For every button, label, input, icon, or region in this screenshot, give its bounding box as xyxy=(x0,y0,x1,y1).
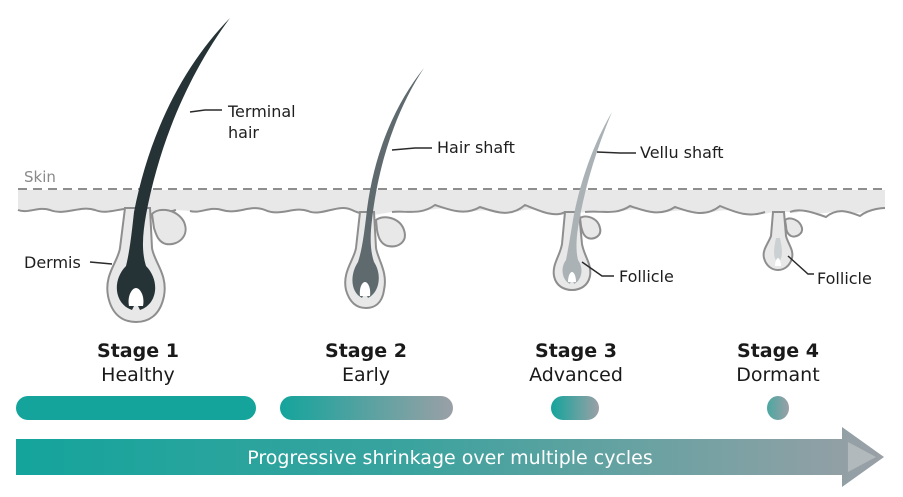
vellu-shaft-leader xyxy=(596,151,636,154)
callouts: Terminal hair Dermis Hair shaft Vellu sh… xyxy=(24,102,872,288)
stage1-terminal-hair xyxy=(116,18,230,310)
terminal-hair-leader xyxy=(189,109,222,113)
stage4-papilla xyxy=(775,258,781,266)
stage3-vellus-shaft xyxy=(562,112,612,284)
stage1-bar xyxy=(16,396,256,420)
progress-arrow-text: Progressive shrinkage over multiple cycl… xyxy=(247,447,653,469)
vellu-shaft-label: Vellu shaft xyxy=(640,143,724,162)
stage-labels: Stage 1 Healthy Stage 2 Early Stage 3 Ad… xyxy=(97,340,820,386)
stage4-name: Dormant xyxy=(736,364,819,386)
stage3-sebaceous-gland xyxy=(578,215,602,240)
dermis-boundary xyxy=(17,203,886,219)
progress-arrow-highlight xyxy=(848,442,876,472)
stage1-name: Healthy xyxy=(101,364,175,386)
hair-shaft-label: Hair shaft xyxy=(437,138,515,157)
stage4-sebaceous-gland xyxy=(783,217,804,238)
stage3-papilla xyxy=(568,272,576,282)
stage-bars xyxy=(16,396,789,420)
stage1-number: Stage 1 xyxy=(97,340,179,362)
follicle4-leader xyxy=(787,255,814,275)
stage4-follicle-group xyxy=(762,211,804,272)
stage2-name: Early xyxy=(342,364,390,386)
hair-shaft-leader xyxy=(391,147,432,151)
stage3-bar xyxy=(551,396,599,420)
stage4-number: Stage 4 xyxy=(737,340,819,362)
skin-layer: Skin xyxy=(17,168,886,219)
follicle3-label: Follicle xyxy=(619,267,674,286)
skin-band xyxy=(18,190,885,216)
stage2-follicle-group xyxy=(344,68,424,310)
stage2-number: Stage 2 xyxy=(325,340,407,362)
skin-label: Skin xyxy=(24,168,56,186)
stage4-dormant-hair xyxy=(774,238,782,264)
stage2-sebaceous-gland xyxy=(374,216,406,248)
progress-arrow: Progressive shrinkage over multiple cycl… xyxy=(16,427,884,487)
terminal-hair-label-line1: Terminal xyxy=(227,102,296,121)
stage1-sebaceous-gland xyxy=(150,208,187,246)
stage1-papilla xyxy=(128,288,144,306)
dermis-leader xyxy=(89,261,113,265)
follicle3-leader xyxy=(581,261,614,277)
follicle4-label: Follicle xyxy=(817,269,872,288)
stage2-hair-shaft xyxy=(352,68,424,298)
stage3-follicle-group xyxy=(552,112,612,292)
stage4-bar xyxy=(767,396,789,420)
stage2-bar xyxy=(280,396,453,420)
stage3-number: Stage 3 xyxy=(535,340,617,362)
progress-arrow-shape xyxy=(16,427,884,487)
terminal-hair-label-line2: hair xyxy=(228,123,259,142)
stage3-name: Advanced xyxy=(529,364,623,386)
stage1-follicle-group xyxy=(106,18,230,324)
stage2-papilla xyxy=(359,282,371,296)
dermis-label: Dermis xyxy=(24,253,81,272)
